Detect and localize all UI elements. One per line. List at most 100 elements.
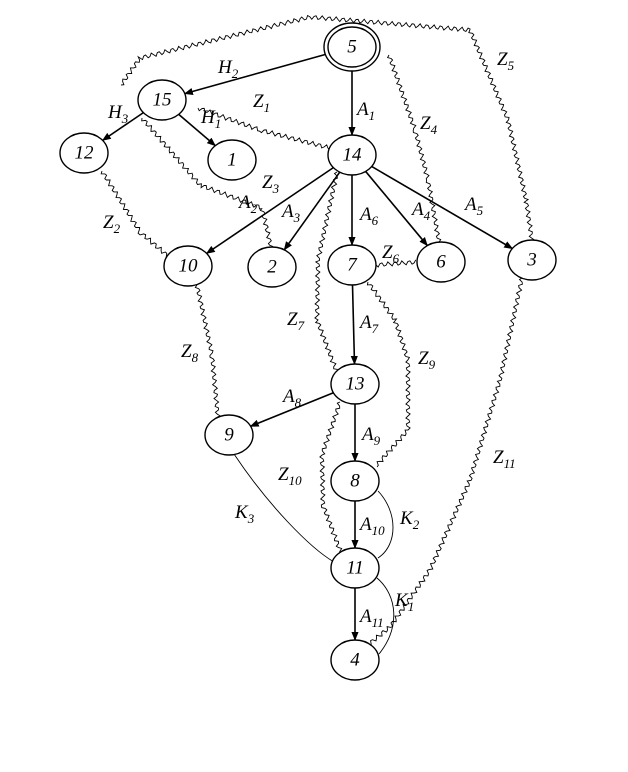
label-a3-main: A: [280, 201, 294, 222]
node-1-label: 1: [227, 150, 237, 171]
label-z7-subscript: 7: [298, 318, 305, 333]
wavy-edge-z9: [366, 281, 411, 468]
label-z9-main: Z: [418, 348, 429, 369]
wavy-edges-layer: [100, 14, 535, 650]
label-z7-main: Z: [287, 309, 298, 330]
label-z2: Z2: [103, 212, 121, 236]
arcs-layer: [101, 52, 514, 641]
label-z10-subscript: 10: [289, 473, 303, 488]
node-2-circle: [247, 246, 297, 288]
label-z3: Z3: [262, 172, 280, 196]
node-5: 5: [323, 22, 381, 72]
node-8: 8: [330, 460, 380, 502]
label-z11-main: Z: [493, 447, 504, 468]
node-14-label: 14: [343, 145, 363, 166]
node-4-circle: [330, 639, 380, 681]
label-z8-main: Z: [181, 341, 192, 362]
curve-edge-k1: [376, 577, 395, 655]
node-3-circle: [507, 239, 557, 281]
label-z9-subscript: 9: [429, 357, 436, 372]
arc-a7: [350, 284, 358, 365]
label-z1: Z1: [253, 91, 270, 115]
node-9: 9: [204, 414, 254, 456]
label-a11-main: A: [358, 606, 372, 627]
label-z1-subscript: 1: [264, 100, 271, 115]
label-a6-subscript: 6: [372, 213, 379, 228]
label-h2-subscript: 2: [232, 66, 239, 81]
label-z1-main: Z: [253, 91, 264, 112]
node-8-circle: [330, 460, 380, 502]
curve-edge-k2: [377, 490, 394, 559]
wavy-edge-z10: [319, 401, 343, 554]
node-11: 11: [330, 547, 380, 589]
wavy-edge-z11: [364, 277, 523, 650]
label-a7: A7: [358, 312, 379, 336]
node-11-circle: [330, 547, 380, 589]
arc-a2: [205, 166, 334, 255]
label-a5-subscript: 5: [477, 203, 484, 218]
node-10: 10: [163, 245, 213, 287]
label-a3-subscript: 3: [293, 210, 301, 225]
label-a11-subscript: 11: [372, 615, 384, 630]
arc-a8: [249, 391, 334, 428]
node-4: 4: [330, 639, 380, 681]
node-14-circle: [327, 134, 377, 176]
label-h2-main: H: [217, 57, 233, 78]
label-a2-subscript: 2: [251, 201, 258, 216]
node-10-circle: [163, 245, 213, 287]
label-z8: Z8: [181, 341, 199, 365]
label-z10-main: Z: [278, 464, 289, 485]
node-12-label: 12: [75, 143, 95, 164]
label-k1: K1: [394, 590, 414, 614]
label-a2: A2: [237, 192, 258, 216]
node-2: 2: [247, 246, 297, 288]
label-a4: A4: [410, 199, 431, 223]
node-9-circle: [204, 414, 254, 456]
label-z6: Z6: [382, 242, 400, 266]
node-9-label: 9: [224, 425, 234, 446]
node-6: 6: [416, 241, 466, 283]
label-z7: Z7: [287, 309, 305, 333]
label-a3: A3: [280, 201, 301, 225]
node-13-label: 13: [346, 374, 365, 395]
label-h2: H2: [217, 57, 239, 81]
label-z8-subscript: 8: [192, 350, 199, 365]
label-a1: A1: [355, 99, 375, 123]
label-a5-main: A: [463, 194, 477, 215]
label-z6-subscript: 6: [393, 251, 400, 266]
label-k3-subscript: 3: [247, 511, 255, 526]
label-z4: Z4: [420, 113, 438, 137]
node-1: 1: [207, 139, 257, 181]
node-15: 15: [137, 79, 187, 121]
wavy-edge-z6: [375, 259, 417, 268]
wavy-edge-z7: [314, 171, 338, 370]
label-a6: A6: [358, 204, 379, 228]
node-3-label: 3: [526, 250, 537, 271]
arc-a3: [283, 171, 341, 251]
node-15-circle: [137, 79, 187, 121]
label-a10-subscript: 10: [372, 523, 386, 538]
label-a1-main: A: [355, 99, 369, 120]
label-z6-main: Z: [382, 242, 393, 263]
label-k2: K2: [399, 508, 420, 532]
node-12: 12: [59, 132, 109, 174]
node-8-label: 8: [350, 471, 360, 492]
label-a4-subscript: 4: [424, 208, 431, 223]
wavy-edge-z3: [141, 117, 274, 247]
label-a4-main: A: [410, 199, 424, 220]
label-z11-subscript: 11: [504, 456, 516, 471]
label-k2-subscript: 2: [413, 517, 420, 532]
curve-edges-layer: [233, 453, 395, 655]
label-z4-subscript: 4: [431, 122, 438, 137]
node-6-circle: [416, 241, 466, 283]
label-a7-subscript: 7: [372, 321, 379, 336]
arc-h1: [178, 113, 216, 147]
label-a8: A8: [281, 386, 302, 410]
wavy-edge-z5: [120, 14, 535, 241]
label-a10-main: A: [358, 514, 372, 535]
node-15-label: 15: [153, 90, 172, 111]
label-h3-main: H: [107, 102, 123, 123]
